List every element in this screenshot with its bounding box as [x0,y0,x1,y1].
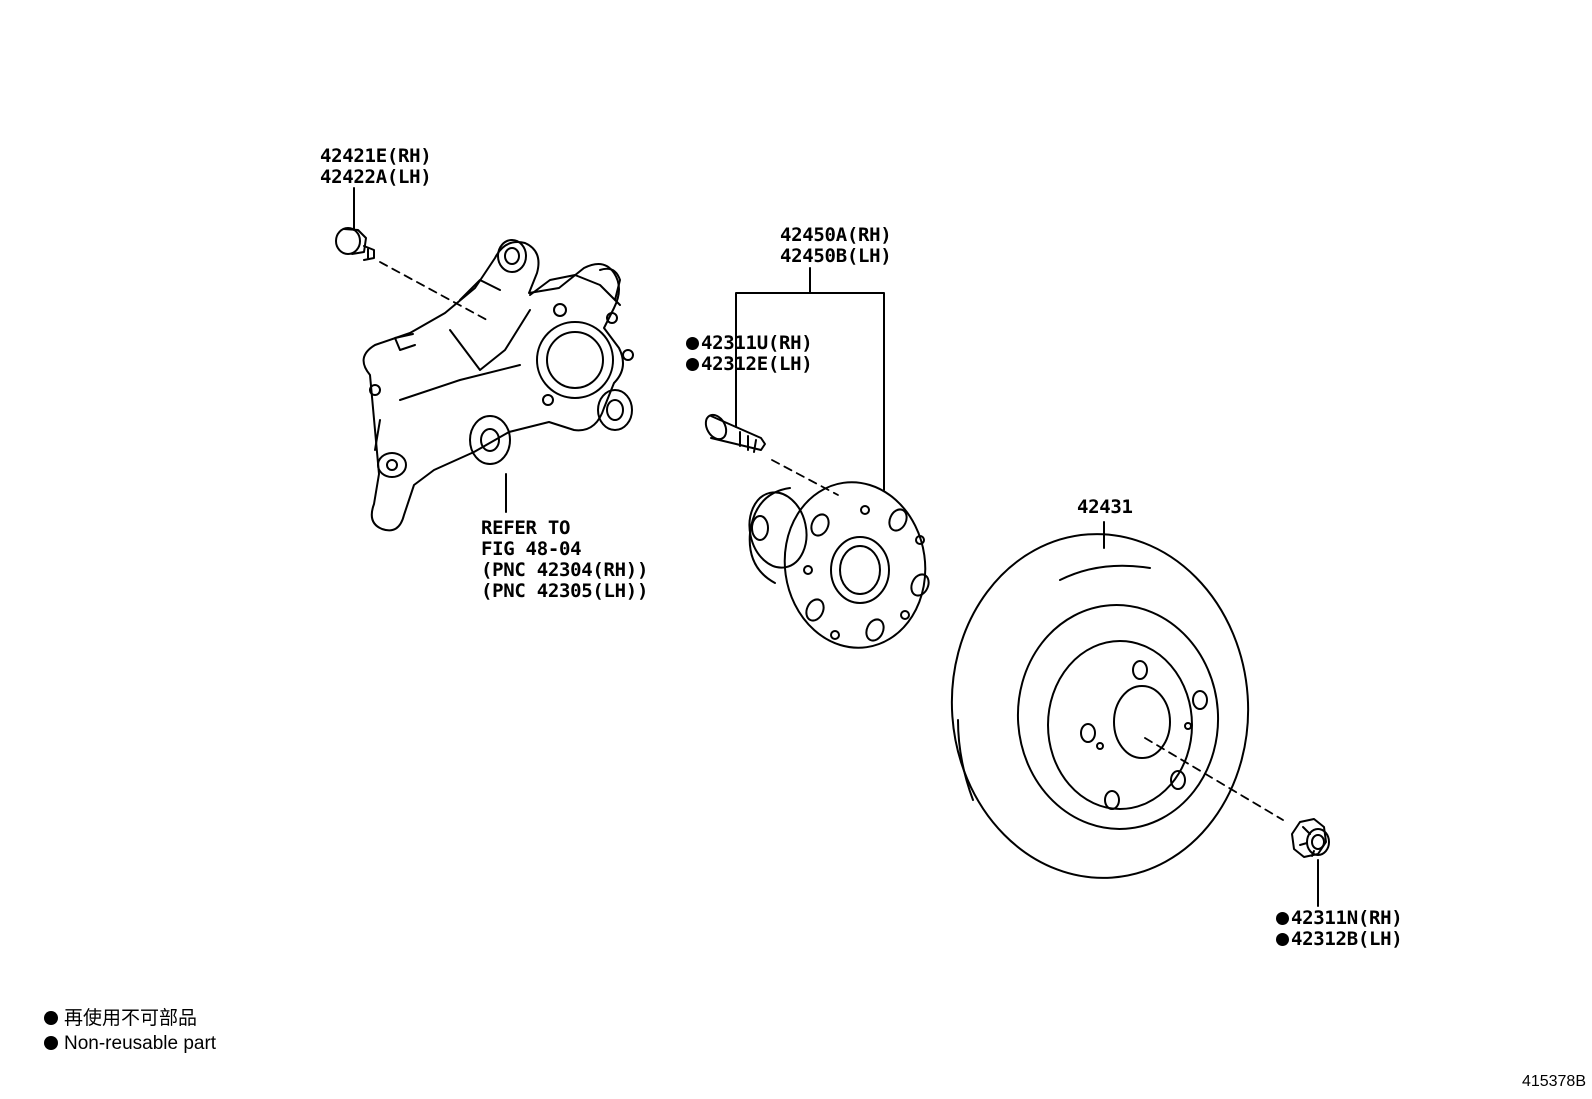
refer-line: (PNC 42305(LH)) [481,580,649,602]
refer-line: (PNC 42304(RH)) [481,559,649,581]
legend: 再使用不可部品 Non-reusable part [44,1006,216,1056]
figure-number: 415378B [1521,1073,1586,1090]
part-number-lh: 42312B(LH) [1291,928,1403,950]
callout-knuckle-bolt: 42421E(RH) 42422A(LH) [320,145,432,188]
bullet-icon [44,1036,58,1050]
callout-hub-bolt: 42311U(RH) 42312E(LH) [686,332,813,375]
hub-nut [1291,818,1330,858]
hub-bolt [704,413,766,453]
part-number-rh: 42421E(RH) [320,145,432,167]
non-reusable-marker [1276,912,1289,925]
part-number-rh: 42450A(RH) [780,224,892,246]
knuckle-bolt [335,227,375,261]
refer-line: FIG 48-04 [481,538,582,560]
legend-jp-text: 再使用不可部品 [64,1008,198,1029]
legend-en-text: Non-reusable part [64,1033,217,1054]
part-number-lh: 42422A(LH) [320,166,432,188]
part-number-lh: 42450B(LH) [780,245,892,267]
callout-hub-nut: 42311N(RH) 42312B(LH) [1276,907,1403,950]
legend-row-jp: 再使用不可部品 [44,1006,216,1031]
part-number: 42431 [1077,496,1133,518]
non-reusable-marker [1276,933,1289,946]
steering-knuckle [362,239,634,532]
part-number-lh: 42312E(LH) [701,353,813,375]
brake-disc [950,533,1250,879]
callout-hub-assembly: 42450A(RH) 42450B(LH) [780,224,892,267]
legend-row-en: Non-reusable part [44,1031,216,1056]
callout-brake-disc: 42431 [1077,497,1133,518]
part-number-rh: 42311N(RH) [1291,907,1403,929]
non-reusable-marker [686,358,699,371]
refer-line: REFER TO [481,517,571,539]
hub-bearing-assembly [748,481,930,649]
callout-refer-to: REFER TO FIG 48-04 (PNC 42304(RH)) (PNC … [481,518,648,602]
part-number-rh: 42311U(RH) [701,332,813,354]
bullet-icon [44,1011,58,1025]
non-reusable-marker [686,337,699,350]
assembly-axes [379,261,1284,821]
